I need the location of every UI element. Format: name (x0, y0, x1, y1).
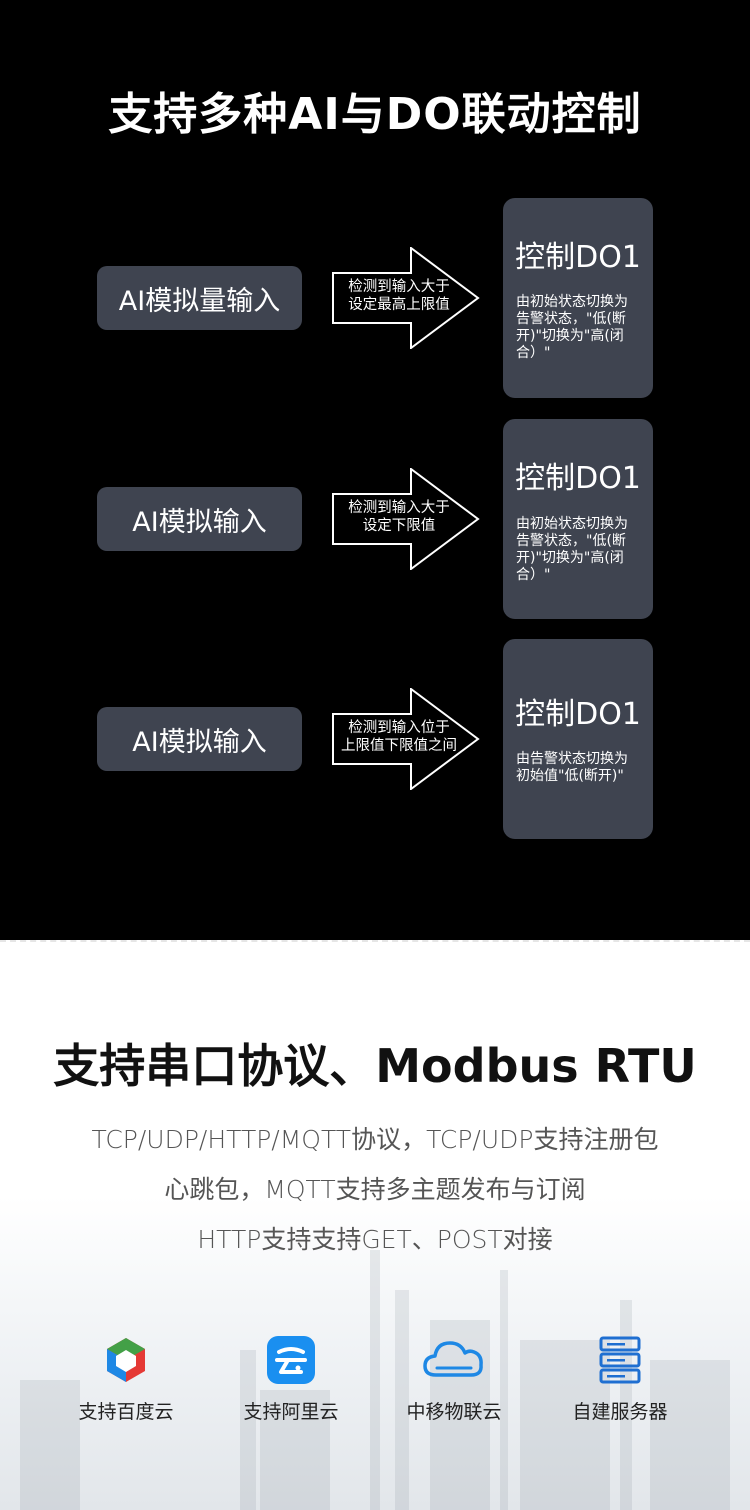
arrow-icon: 检测到输入位于 上限值下限值之间 (332, 688, 480, 790)
protocol-title: 支持串口协议、Modbus RTU (53, 1039, 697, 1093)
protocol-line-2: 心跳包，MQTT支持多主题发布与订阅 (164, 1175, 586, 1204)
arrow-condition-line-1: 检测到输入位于 (348, 720, 450, 736)
do-description: 由初始状态切换为 告警状态，"低(断 开)"切换为"高(闭 合）" (516, 516, 628, 583)
cloud-label: 支持阿里云 (243, 1401, 339, 1423)
protocol-line-3: HTTP支持支持GET、POST对接 (197, 1225, 553, 1254)
cloud-label: 自建服务器 (572, 1401, 668, 1423)
linkage-row: AI模拟输入 检测到输入大于 设定下限值 控制DO1 由初始状态切换为 告警状态… (0, 419, 750, 619)
ai-input-box: AI模拟输入 (97, 707, 302, 771)
cloud-item-aliyun: 支持阿里云 (221, 1335, 361, 1435)
do-description: 由告警状态切换为 初始值"低(断开)" (516, 751, 628, 784)
do-output-box: 控制DO1 由告警状态切换为 初始值"低(断开)" (503, 639, 653, 839)
section-divider (0, 940, 750, 942)
ai-input-box: AI模拟输入 (97, 487, 302, 551)
arrow-condition-line-1: 检测到输入大于 (348, 500, 450, 516)
arrow-condition-line-2: 设定最高上限值 (348, 297, 450, 313)
do-title: 控制DO1 (515, 697, 641, 732)
cloud-item-server: 自建服务器 (550, 1335, 690, 1435)
onenet-cloud-icon (423, 1341, 483, 1377)
cloud-label: 中移物联云 (406, 1401, 502, 1423)
do-description: 由初始状态切换为 告警状态，"低(断 开)"切换为"高(闭 合）" (516, 294, 628, 361)
protocol-section: 支持串口协议、Modbus RTU TCP/UDP/HTTP/MQTT协议，TC… (0, 940, 750, 1510)
section-title: 支持多种AI与DO联动控制 (108, 89, 642, 140)
do-title: 控制DO1 (515, 240, 641, 275)
cloud-item-onenet: 中移物联云 (384, 1335, 524, 1435)
linkage-row: AI模拟量输入 检测到输入大于 设定最高上限值 控制DO1 由初始状态切换为 告… (0, 198, 750, 398)
arrow-icon: 检测到输入大于 设定下限值 (332, 468, 480, 570)
do-output-box: 控制DO1 由初始状态切换为 告警状态，"低(断 开)"切换为"高(闭 合）" (503, 419, 653, 619)
aliyun-icon (267, 1336, 315, 1384)
arrow-condition-line-2: 上限值下限值之间 (341, 738, 457, 754)
protocol-line-1: TCP/UDP/HTTP/MQTT协议，TCP/UDP支持注册包 (91, 1125, 659, 1154)
do-title: 控制DO1 (515, 461, 641, 496)
arrow-icon: 检测到输入大于 设定最高上限值 (332, 247, 480, 349)
baidu-cloud-icon (107, 1338, 145, 1382)
linkage-row: AI模拟输入 检测到输入位于 上限值下限值之间 控制DO1 由告警状态切换为 初… (0, 639, 750, 839)
do-output-box: 控制DO1 由初始状态切换为 告警状态，"低(断 开)"切换为"高(闭 合）" (503, 198, 653, 398)
cloud-label: 支持百度云 (78, 1401, 174, 1423)
cloud-item-baidu: 支持百度云 (56, 1335, 196, 1435)
arrow-condition-line-1: 检测到输入大于 (348, 279, 450, 295)
arrow-condition-line-2: 设定下限值 (362, 518, 436, 534)
factory-background (20, 1250, 730, 1510)
linkage-section: 支持多种AI与DO联动控制 AI模拟量输入 检测到输入大于 设定最高上限值 控制… (0, 0, 750, 940)
server-icon (599, 1336, 641, 1384)
ai-input-box: AI模拟量输入 (97, 266, 302, 330)
